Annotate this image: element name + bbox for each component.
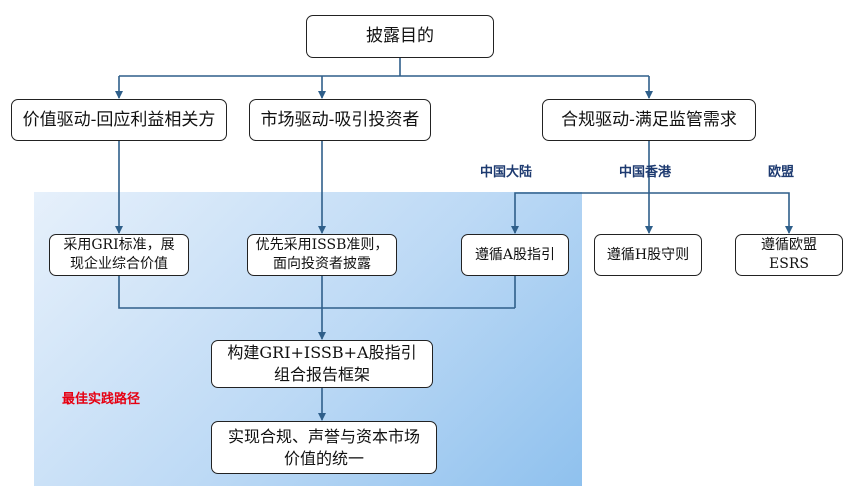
h-share-node: 遵循H股守则 (594, 234, 702, 276)
region-label-eu: 欧盟 (768, 165, 795, 180)
issb-node: 优先采用ISSB准则， 面向投资者披露 (247, 234, 397, 276)
market-driven-node: 市场驱动-吸引投资者 (249, 99, 431, 141)
compliance-driven-node: 合规驱动-满足监管需求 (542, 99, 756, 141)
a-share-node: 遵循A股指引 (461, 234, 569, 276)
region-label-mainland: 中国大陆 (480, 165, 533, 180)
combined-framework-node: 构建GRI+ISSB+A股指引 组合报告框架 (211, 340, 433, 388)
value-driven-node: 价值驱动-回应利益相关方 (11, 99, 227, 141)
best-practice-label: 最佳实践路径 (62, 392, 141, 407)
eu-esrs-node: 遵循欧盟 ESRS (735, 234, 843, 276)
gri-node: 采用GRI标准，展 现企业综合价值 (49, 234, 189, 276)
outcome-node: 实现合规、声誉与资本市场 价值的统一 (211, 421, 437, 474)
region-label-hongkong: 中国香港 (619, 165, 672, 180)
root-node: 披露目的 (306, 15, 494, 58)
